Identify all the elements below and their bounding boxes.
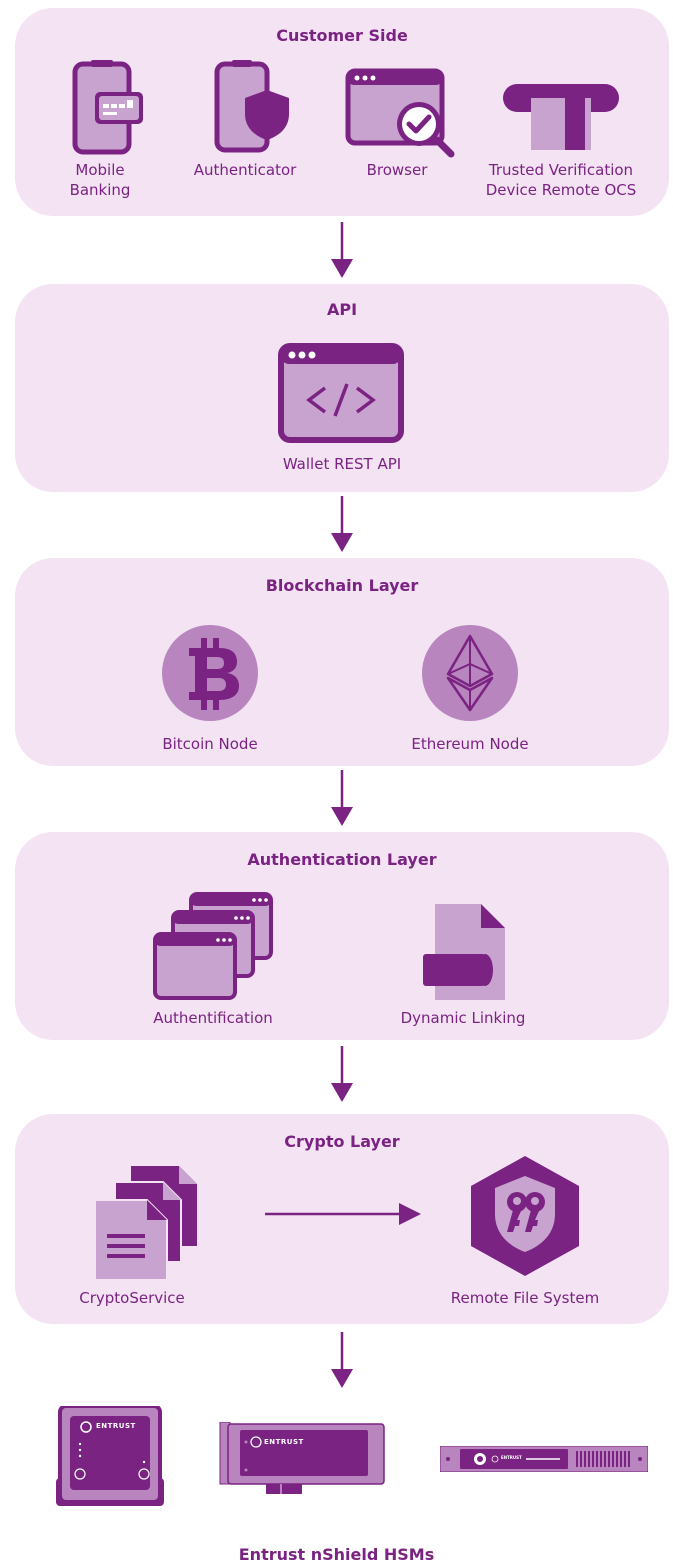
item-label-wallet-rest-api: Wallet REST API (282, 455, 402, 473)
hsm-card-graphic (219, 1422, 385, 1494)
layer-title: Crypto Layer (284, 1132, 400, 1151)
bitcoin-icon (162, 625, 258, 721)
keys-hexagon-icon (471, 1156, 579, 1276)
document-link-icon (423, 904, 505, 1000)
hsm-box-graphic (56, 1406, 164, 1506)
layer-blockchain: Blockchain Layer Bitcoin Node Ethereum N… (15, 558, 669, 766)
item-label-ethereum-node: Ethereum Node (411, 735, 529, 753)
mobile-card-icon (72, 60, 143, 155)
hsm-rack-device: ENTRUST (440, 1446, 648, 1472)
hsm-rack-graphic (440, 1446, 648, 1472)
card-reader-icon (503, 84, 619, 150)
item-label-authentification: Authentification (153, 1009, 273, 1027)
item-label-bitcoin-node: Bitcoin Node (162, 735, 258, 753)
stacked-windows-icon (153, 892, 273, 1000)
browser-check-icon (345, 68, 455, 158)
phone-shield-icon (214, 60, 289, 153)
layer-api: API Wallet REST API (15, 284, 669, 492)
flow-arrow (331, 496, 353, 552)
hsm-box-device: ENTRUST (56, 1406, 164, 1510)
item-label-dynamic-linking: Dynamic Linking (400, 1009, 526, 1027)
hsm-pcie-card-device: ENTRUST (218, 1422, 386, 1496)
horizontal-arrow (265, 1203, 421, 1225)
hsm-brand-label: ENTRUST (96, 1422, 136, 1430)
layer-authentication: Authentication Layer Authentification Dy… (15, 832, 669, 1040)
hsm-brand-label: ENTRUST (264, 1438, 304, 1446)
layer-crypto: Crypto Layer CryptoService Remote File S… (15, 1114, 669, 1324)
flow-arrow (331, 770, 353, 826)
layer-title: Authentication Layer (247, 850, 437, 869)
hsm-brand-label: ENTRUST (501, 1455, 522, 1460)
hsm-title: Entrust nShield HSMs (238, 1545, 435, 1564)
code-window-icon (278, 343, 404, 443)
layer-title: Customer Side (276, 26, 408, 45)
layer-customer-side: Customer Side Mobile Banking Authenticat… (15, 8, 669, 216)
item-label-browser: Browser (366, 161, 428, 179)
layer-title: Blockchain Layer (265, 576, 419, 595)
flow-arrow (331, 222, 353, 278)
item-label-cryptoservice: CryptoService (79, 1289, 185, 1307)
layer-title: API (326, 300, 358, 319)
flow-arrow (331, 1046, 353, 1102)
flow-arrow (331, 1332, 353, 1388)
item-label-authenticator: Authenticator (193, 161, 297, 179)
item-label-remote-file-system: Remote File System (450, 1289, 600, 1307)
item-label-trusted-verification: Trusted Verification Device Remote OCS (485, 161, 637, 199)
item-label-mobile-banking: Mobile Banking (69, 161, 131, 199)
ethereum-icon (422, 625, 518, 721)
stacked-documents-icon (94, 1166, 197, 1281)
